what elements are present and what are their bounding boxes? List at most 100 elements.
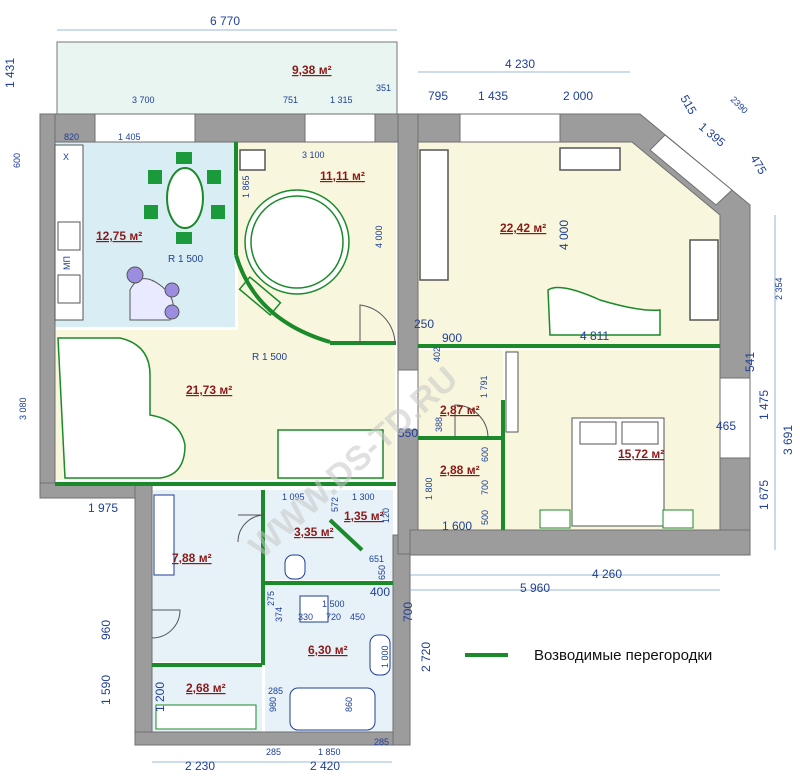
dim-285b: 285	[266, 747, 281, 757]
dim-3691: 3 691	[781, 425, 795, 455]
area-balcony: 9,38 м²	[292, 63, 332, 77]
storage-shelves	[155, 704, 257, 730]
dim-450: 450	[350, 612, 365, 622]
window-round	[304, 113, 376, 143]
closet1-floor	[418, 350, 503, 437]
area-small: 1,35 м²	[344, 509, 384, 523]
partitions	[55, 142, 720, 667]
dim-4811: 4 811	[580, 329, 609, 343]
dim-balcony-351: 351	[376, 83, 391, 93]
dim-balcony-left: 1 431	[3, 58, 17, 88]
bedroom-furniture	[505, 351, 694, 529]
dim-250: 250	[414, 317, 434, 331]
door-hall	[237, 514, 266, 543]
dim-1095: 1 095	[282, 492, 305, 502]
chair-6	[176, 232, 192, 244]
chair-purple-3	[164, 304, 180, 320]
dim-1475: 1 475	[757, 390, 771, 420]
dim-541: 541	[743, 352, 757, 372]
wall-bottom	[134, 731, 411, 746]
dim-795: 795	[428, 89, 448, 103]
wall-mid	[397, 113, 419, 555]
dimension-texts: 6 770 1 431 3 700 751 1 315 351 4 230 79…	[3, 14, 795, 773]
legend-label: Возводимые перегородки	[534, 647, 712, 664]
dim-1975: 1 975	[88, 501, 118, 515]
window-corner	[649, 134, 733, 206]
big-room-cabinet	[419, 149, 449, 281]
wall-hall-left	[134, 482, 153, 746]
dim-4000a: 4 000	[374, 225, 384, 248]
area-closet-2: 2,88 м²	[440, 463, 480, 477]
dimension-lines	[57, 29, 776, 763]
dim-1590: 1 590	[99, 675, 113, 705]
dim-4230: 4 230	[505, 57, 535, 71]
dim-600b: 600	[480, 447, 490, 462]
door-closet	[454, 404, 489, 439]
round-bed	[244, 189, 350, 295]
dim-700: 700	[480, 480, 490, 495]
dim-388: 388	[434, 417, 444, 432]
bedroom-chair-1	[539, 509, 571, 529]
dim-1791: 1 791	[479, 375, 489, 398]
wall-left	[39, 113, 56, 499]
wc-toilet	[284, 554, 306, 580]
dim-374: 374	[274, 607, 284, 622]
round-room-furniture	[238, 149, 350, 317]
area-storage: 2,68 м²	[186, 681, 226, 695]
radius-label-1: R 1 500	[168, 254, 203, 265]
round-room-table	[238, 275, 282, 317]
area-bedroom: 15,72 м²	[618, 447, 664, 461]
big-room-shelf	[559, 147, 621, 171]
kitchen-furniture	[54, 144, 204, 321]
window-living-door	[397, 369, 419, 431]
dim-120: 120	[381, 508, 391, 523]
doors	[151, 304, 489, 639]
washer	[299, 595, 329, 623]
dim-465: 465	[716, 419, 736, 433]
room-area-labels: 9,38 м² 12,75 м² 11,11 м² 22,42 м² 21,73…	[96, 63, 664, 695]
dim-500: 500	[480, 510, 490, 525]
radius-label-2: R 1 500	[252, 352, 287, 363]
big-room-desk	[689, 239, 719, 321]
dim-550: 550	[398, 426, 418, 440]
dim-285c: 285	[374, 737, 389, 747]
kitchen-mark-x: X	[63, 152, 69, 162]
dim-1500: 1 500	[322, 599, 345, 609]
hall-wardrobe	[153, 494, 175, 576]
chair-5	[211, 205, 225, 219]
dim-top-total: 6 770	[210, 14, 240, 28]
window-kitchen	[94, 113, 196, 143]
round-bed-inner	[250, 195, 344, 289]
legend: Возводимые перегородки	[465, 647, 712, 664]
balcony-floor	[56, 41, 398, 115]
door-entry	[151, 609, 181, 639]
living-furniture	[57, 337, 384, 479]
closet2-floor	[418, 440, 503, 530]
dim-2720: 2 720	[419, 642, 433, 672]
dim-1300: 1 300	[352, 492, 375, 502]
area-living: 21,73 м²	[186, 383, 232, 397]
window-bedroom	[719, 377, 751, 459]
dim-720: 720	[326, 612, 341, 622]
bedroom-wardrobe	[505, 351, 519, 433]
dim-1800: 1 800	[424, 477, 434, 500]
dim-960: 960	[99, 620, 113, 640]
area-round-room: 11,11 м²	[320, 169, 365, 183]
dim-285: 285	[268, 686, 283, 696]
dim-515: 515	[677, 93, 699, 118]
kitchen-sink	[57, 274, 81, 304]
dim-330: 330	[298, 612, 313, 622]
living-sofa	[277, 429, 384, 479]
dim-275: 275	[266, 591, 276, 606]
dim-1395: 1 395	[696, 120, 728, 150]
dim-900: 900	[442, 331, 462, 345]
window-big	[459, 113, 561, 143]
area-bath: 6,30 м²	[308, 643, 348, 657]
dim-475: 475	[747, 153, 769, 178]
dim-2390: 2390	[729, 94, 750, 115]
dim-1405: 1 405	[118, 132, 141, 142]
dim-balcony-751: 751	[283, 95, 298, 105]
wall-bottom-right	[409, 529, 751, 556]
round-room-desk	[239, 149, 266, 171]
big-room-furniture	[419, 147, 719, 336]
